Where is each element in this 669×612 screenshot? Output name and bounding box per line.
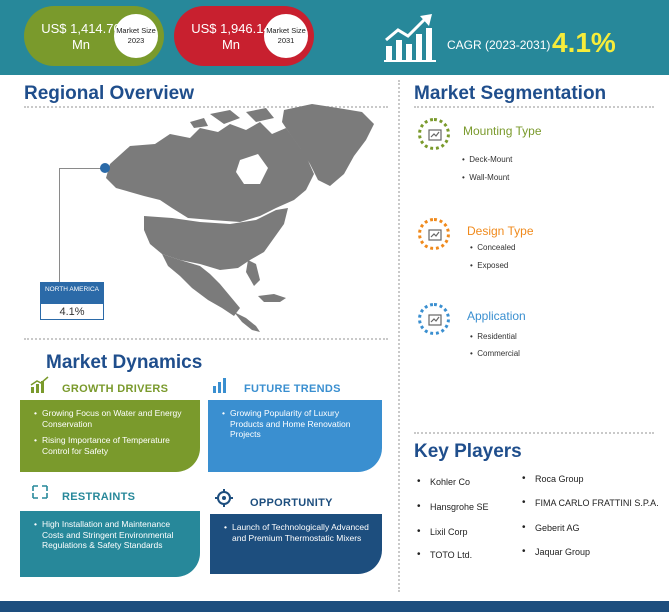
segment-item: • Wall-Mount bbox=[462, 173, 510, 182]
north-america-map bbox=[106, 104, 374, 332]
key-player: Geberit AG bbox=[522, 522, 579, 533]
mounting-type-icon bbox=[418, 118, 450, 150]
segment-title-mounting-type: Mounting Type bbox=[463, 124, 542, 138]
segment-item-text: Concealed bbox=[477, 243, 516, 252]
pointer-line-h bbox=[59, 168, 105, 169]
growth-drivers-title: GROWTH DRIVERS bbox=[62, 383, 169, 395]
market-size-2023-label: Market Size 2023 bbox=[114, 14, 158, 58]
regional-bottom-divider bbox=[24, 338, 388, 340]
growth-chart-icon bbox=[384, 14, 436, 62]
segment-item-text: Commercial bbox=[477, 349, 520, 358]
key-players-title: Key Players bbox=[414, 441, 522, 462]
segment-item: • Exposed bbox=[470, 261, 509, 270]
segment-title-application: Application bbox=[467, 309, 526, 323]
growth-drivers-box: Growing Focus on Water and Energy Conser… bbox=[20, 400, 200, 472]
key-player: Kohler Co bbox=[417, 476, 470, 487]
restraints-title: RESTRAINTS bbox=[62, 491, 136, 503]
design-type-icon bbox=[418, 218, 450, 250]
restraints-box: High Installation and Maintenance Costs … bbox=[20, 511, 200, 577]
opportunity-icon bbox=[215, 489, 233, 507]
header-banner: US$ 1,414.70 Mn Market Size 2023 US$ 1,9… bbox=[0, 0, 669, 75]
key-player: Jaquar Group bbox=[522, 546, 590, 557]
region-value: 4.1% bbox=[59, 306, 85, 318]
future-trends-icon bbox=[213, 378, 226, 393]
segment-item: • Commercial bbox=[470, 349, 520, 358]
segment-item-text: Deck-Mount bbox=[469, 155, 513, 164]
opportunity-box: Launch of Technologically Advanced and P… bbox=[210, 514, 382, 574]
segment-item-text: Exposed bbox=[477, 261, 509, 270]
segmentation-divider bbox=[414, 106, 654, 108]
future-trend-item: Growing Popularity of Luxury Products an… bbox=[222, 408, 372, 440]
segment-item: • Deck-Mount bbox=[462, 155, 513, 164]
cagr-value: 4.1% bbox=[552, 27, 616, 58]
opportunity-item: Launch of Technologically Advanced and P… bbox=[224, 522, 372, 543]
segment-title-design-type: Design Type bbox=[467, 224, 534, 238]
regional-overview-title: Regional Overview bbox=[24, 83, 195, 104]
future-trends-box: Growing Popularity of Luxury Products an… bbox=[208, 400, 382, 472]
column-divider bbox=[398, 80, 400, 592]
market-size-2023-pill: US$ 1,414.70 Mn Market Size 2023 bbox=[24, 6, 164, 66]
segment-item: • Residential bbox=[470, 332, 517, 341]
market-segmentation-title: Market Segmentation bbox=[414, 83, 607, 104]
pointer-line-v bbox=[59, 168, 60, 282]
cagr-label: CAGR (2023-2031) bbox=[447, 38, 551, 52]
region-marker-dot bbox=[100, 163, 110, 173]
market-size-2023-value: US$ 1,414.70 Mn bbox=[41, 21, 121, 52]
key-players-top-divider bbox=[414, 432, 654, 434]
north-america-badge: NORTH AMERICA 4.1% bbox=[40, 282, 104, 320]
future-trends-title: FUTURE TRENDS bbox=[244, 383, 341, 395]
market-dynamics-title: Market Dynamics bbox=[46, 352, 203, 373]
segment-item-text: Residential bbox=[477, 332, 517, 341]
application-icon bbox=[418, 303, 450, 335]
key-player: Lixil Corp bbox=[417, 526, 467, 537]
segment-item-text: Wall-Mount bbox=[469, 173, 510, 182]
restraints-icon bbox=[32, 485, 48, 499]
opportunity-title: OPPORTUNITY bbox=[250, 497, 333, 509]
restraint-item: High Installation and Maintenance Costs … bbox=[34, 519, 190, 551]
region-label: NORTH AMERICA bbox=[41, 283, 103, 304]
key-player: Hansgrohe SE bbox=[417, 501, 488, 512]
market-size-2031-pill: US$ 1,946.14 Mn Market Size 2031 bbox=[174, 6, 314, 66]
key-player: Roca Group bbox=[522, 473, 583, 484]
footer-bar bbox=[0, 601, 669, 612]
key-player: FIMA CARLO FRATTINI S.P.A. bbox=[522, 497, 659, 508]
regional-divider bbox=[24, 106, 388, 108]
segment-item: • Concealed bbox=[470, 243, 516, 252]
market-size-2031-value: US$ 1,946.14 Mn bbox=[191, 21, 271, 52]
growth-drivers-icon bbox=[30, 376, 49, 393]
market-size-2031-label: Market Size 2031 bbox=[264, 14, 308, 58]
growth-driver-item: Growing Focus on Water and Energy Conser… bbox=[34, 408, 190, 429]
growth-driver-item: Rising Importance of Temperature Control… bbox=[34, 435, 190, 456]
key-player: TOTO Ltd. bbox=[417, 549, 472, 560]
